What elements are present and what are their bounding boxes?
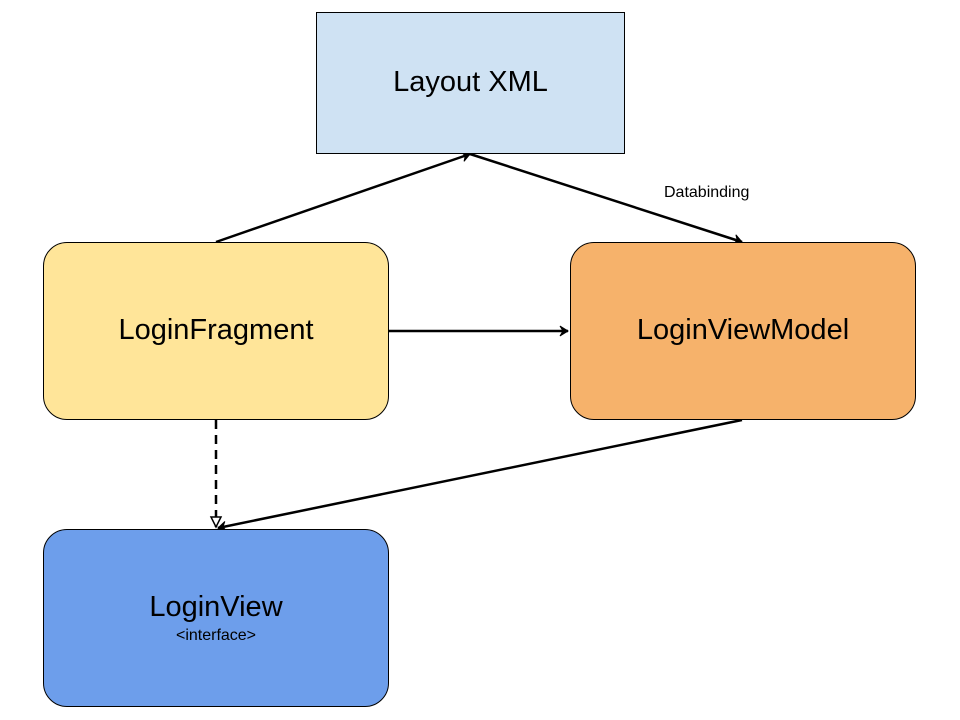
node-login-fragment[interactable]: LoginFragment <box>43 242 389 420</box>
edge-fragment-to-layout <box>215 151 471 244</box>
node-layout-xml[interactable]: Layout XML <box>316 12 625 154</box>
node-login-view[interactable]: LoginView <interface> <box>43 529 389 707</box>
node-subtitle: <interface> <box>175 627 257 645</box>
node-title: LoginView <box>149 590 283 623</box>
edge-label-databinding: Databinding <box>664 184 750 201</box>
node-title: LoginViewModel <box>636 314 850 347</box>
node-title: Layout XML <box>393 66 548 99</box>
edge-layout-to-viewmodel <box>469 152 743 245</box>
edge-viewmodel-to-view <box>217 418 743 532</box>
node-title: LoginFragment <box>118 314 314 347</box>
node-login-view-model[interactable]: LoginViewModel <box>570 242 916 420</box>
